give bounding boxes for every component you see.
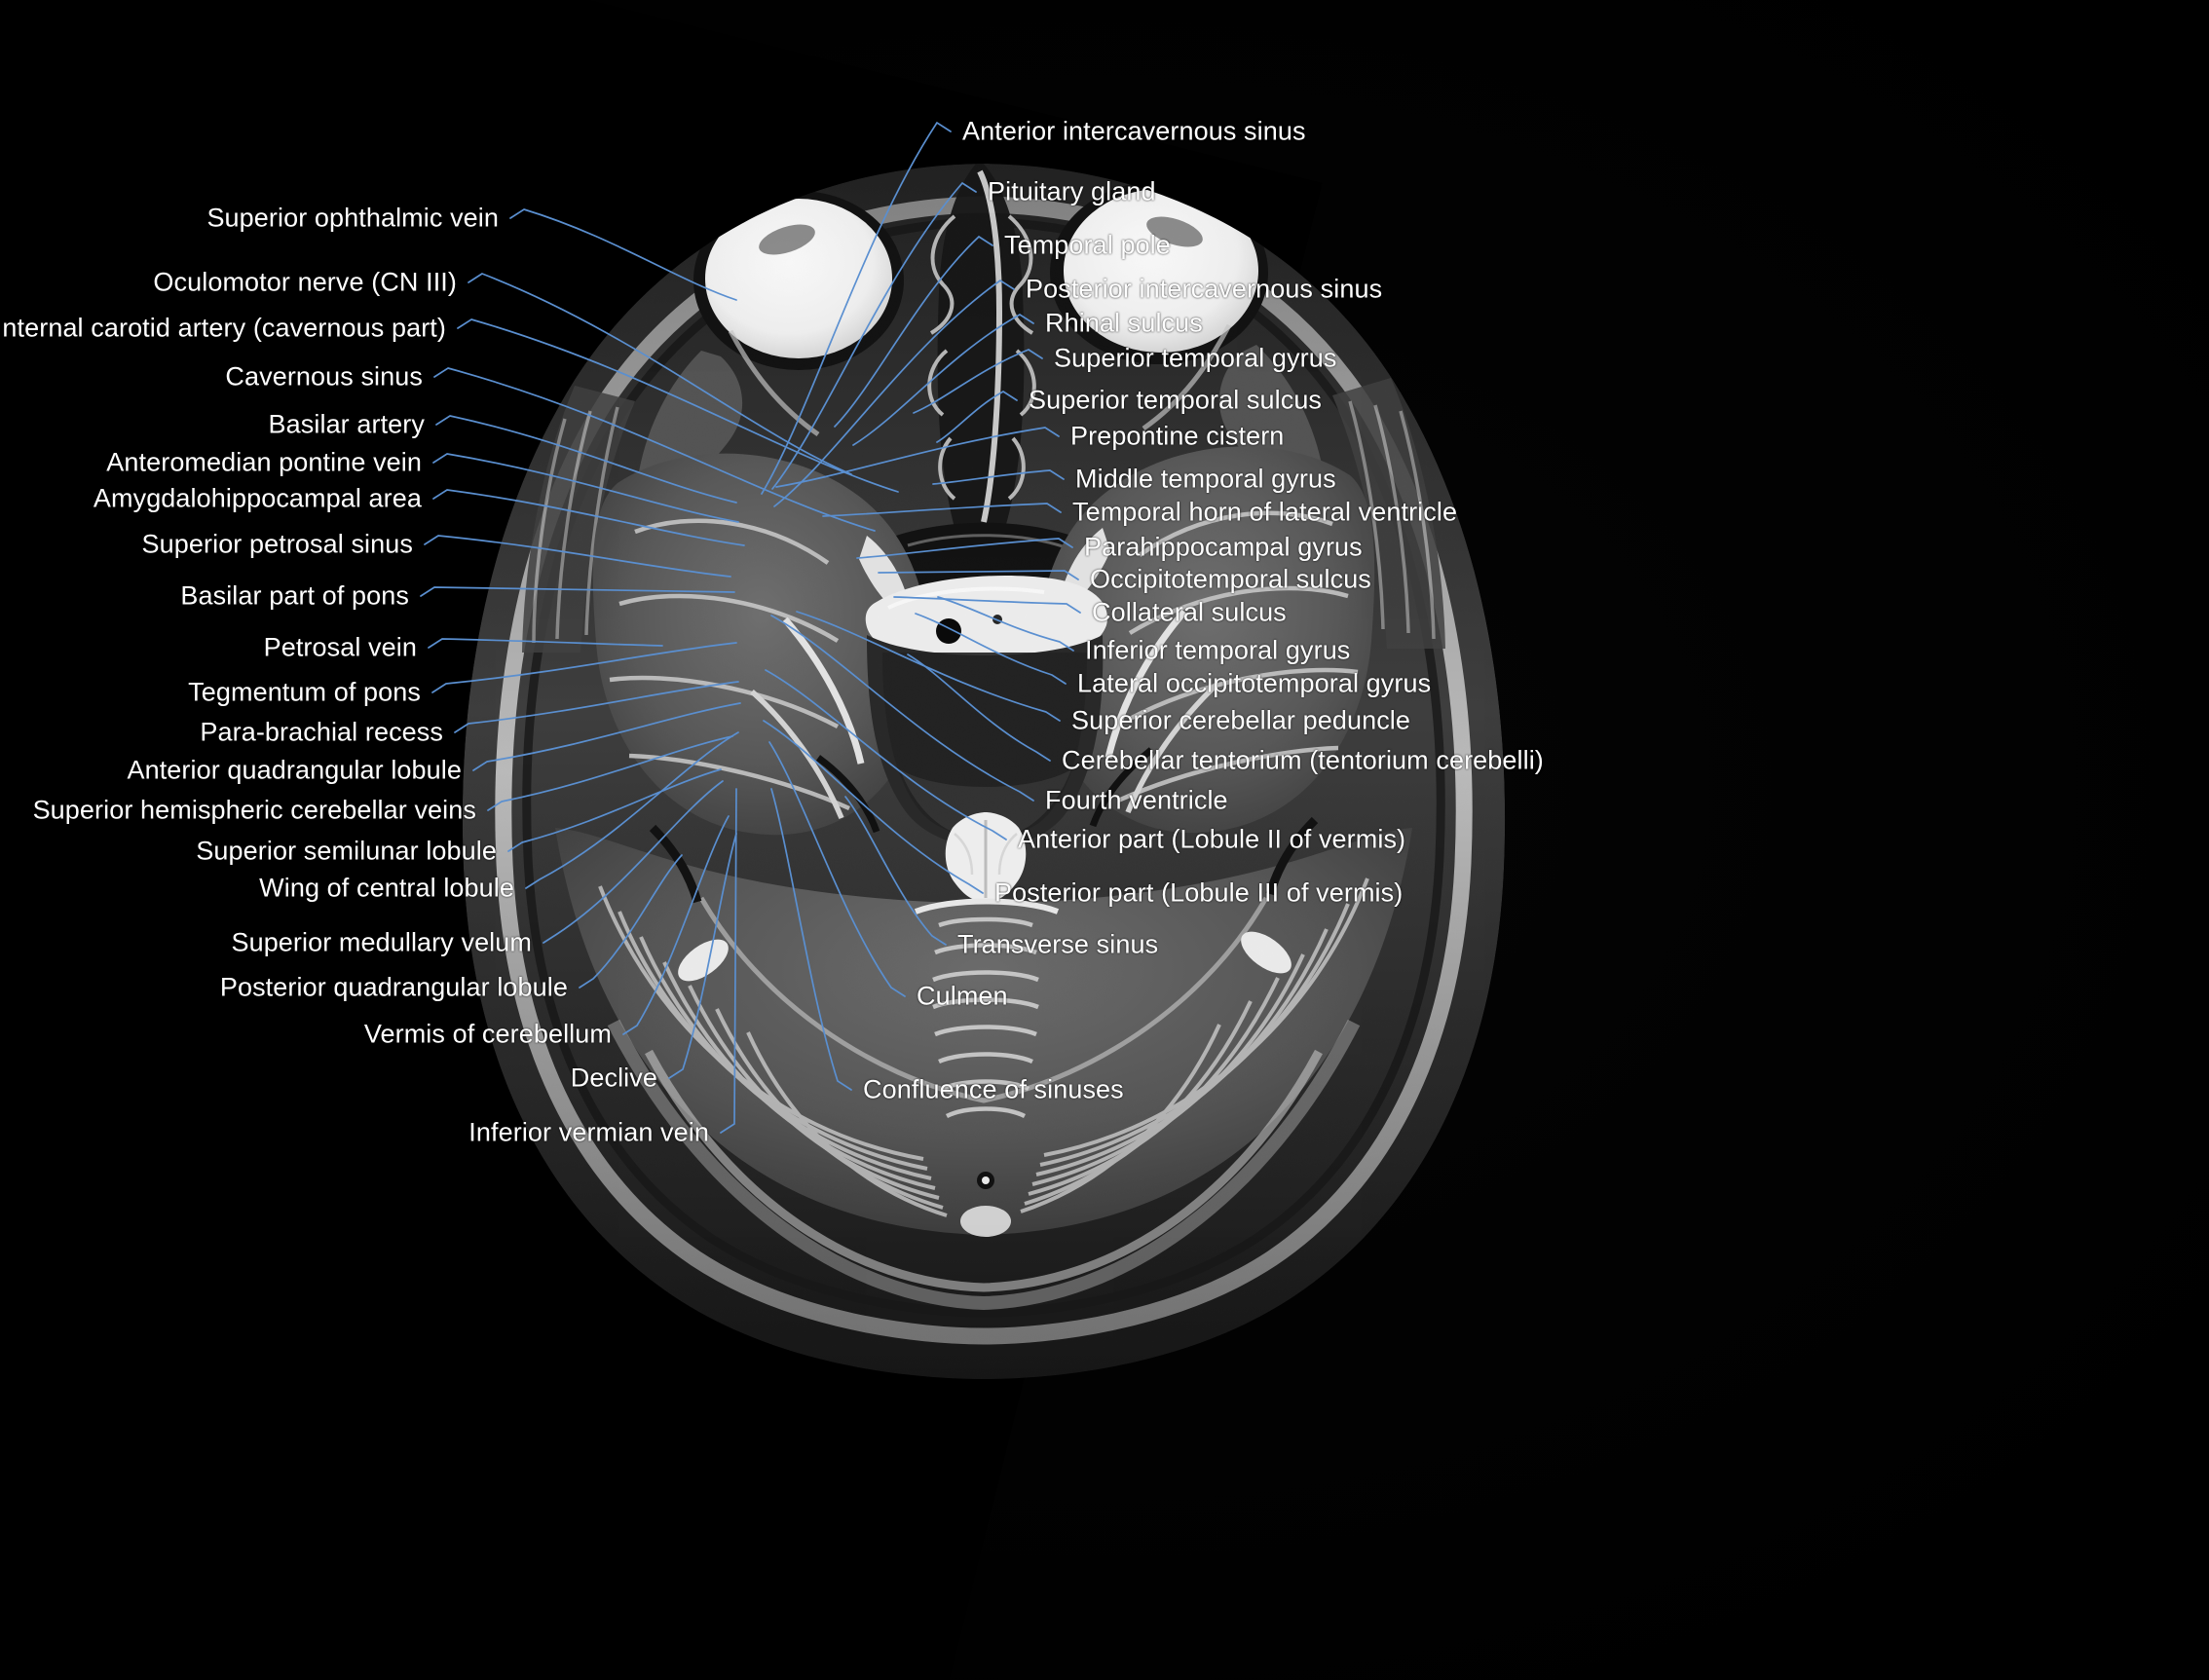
label-culmen: Culmen xyxy=(917,981,1008,1011)
label-parahippocampal-gyrus: Parahippocampal gyrus xyxy=(1084,532,1363,562)
label-fourth-ventricle: Fourth ventricle xyxy=(1045,785,1228,815)
label-basilar-part-of-pons: Basilar part of pons xyxy=(180,580,409,611)
label-inferior-vermian-vein: Inferior vermian vein xyxy=(468,1117,709,1147)
label-transverse-sinus: Transverse sinus xyxy=(957,929,1159,959)
label-superior-hemispheric-cerebellar-veins: Superior hemispheric cerebellar veins xyxy=(32,795,476,825)
label-cerebellar-tentorium-tentorium-cerebelli: Cerebellar tentorium (tentorium cerebell… xyxy=(1062,745,1544,775)
label-superior-medullary-velum: Superior medullary velum xyxy=(231,927,532,957)
label-superior-temporal-sulcus: Superior temporal sulcus xyxy=(1029,385,1323,415)
label-rhinal-sulcus: Rhinal sulcus xyxy=(1045,308,1203,338)
label-declive: Declive xyxy=(570,1063,657,1093)
label-anterior-part-lobule-ii-of-vermis: Anterior part (Lobule II of vermis) xyxy=(1018,824,1406,854)
label-para-brachial-recess: Para-brachial recess xyxy=(200,717,443,747)
label-tegmentum-of-pons: Tegmentum of pons xyxy=(188,677,421,707)
label-anterior-quadrangular-lobule: Anterior quadrangular lobule xyxy=(127,755,462,785)
label-occipitotemporal-sulcus: Occipitotemporal sulcus xyxy=(1090,564,1371,594)
label-wing-of-central-lobule: Wing of central lobule xyxy=(259,873,514,903)
label-middle-temporal-gyrus: Middle temporal gyrus xyxy=(1075,464,1336,494)
label-anteromedian-pontine-vein: Anteromedian pontine vein xyxy=(106,447,422,477)
label-temporal-pole: Temporal pole xyxy=(1004,230,1171,260)
label-superior-temporal-gyrus: Superior temporal gyrus xyxy=(1054,343,1337,373)
label-petrosal-vein: Petrosal vein xyxy=(263,632,417,662)
label-temporal-horn-of-lateral-ventricle: Temporal horn of lateral ventricle xyxy=(1072,497,1458,527)
label-cavernous-sinus: Cavernous sinus xyxy=(225,361,423,392)
label-pituitary-gland: Pituitary gland xyxy=(988,176,1156,206)
label-prepontine-cistern: Prepontine cistern xyxy=(1070,421,1285,451)
label-confluence-of-sinuses: Confluence of sinuses xyxy=(863,1074,1124,1104)
label-superior-ophthalmic-vein: Superior ophthalmic vein xyxy=(206,203,499,233)
label-oculomotor-nerve-cn-iii: Oculomotor nerve (CN III) xyxy=(153,267,457,297)
label-internal-carotid-artery-cavernous-part: Internal carotid artery (cavernous part) xyxy=(0,313,446,343)
label-amygdalohippocampal-area: Amygdalohippocampal area xyxy=(93,483,422,513)
label-posterior-quadrangular-lobule: Posterior quadrangular lobule xyxy=(219,972,568,1002)
label-lateral-occipitotemporal-gyrus: Lateral occipitotemporal gyrus xyxy=(1077,668,1432,698)
label-superior-semilunar-lobule: Superior semilunar lobule xyxy=(196,836,497,866)
label-posterior-part-lobule-iii-of-vermis: Posterior part (Lobule III of vermis) xyxy=(994,877,1404,908)
label-collateral-sulcus: Collateral sulcus xyxy=(1092,597,1287,627)
label-vermis-of-cerebellum: Vermis of cerebellum xyxy=(363,1019,612,1049)
label-basilar-artery: Basilar artery xyxy=(268,409,425,439)
label-superior-petrosal-sinus: Superior petrosal sinus xyxy=(141,529,413,559)
label-anterior-intercavernous-sinus: Anterior intercavernous sinus xyxy=(962,116,1306,146)
label-inferior-temporal-gyrus: Inferior temporal gyrus xyxy=(1085,635,1351,665)
label-superior-cerebellar-peduncle: Superior cerebellar peduncle xyxy=(1071,705,1411,735)
label-posterior-intercavernous-sinus: Posterior intercavernous sinus xyxy=(1026,274,1383,304)
